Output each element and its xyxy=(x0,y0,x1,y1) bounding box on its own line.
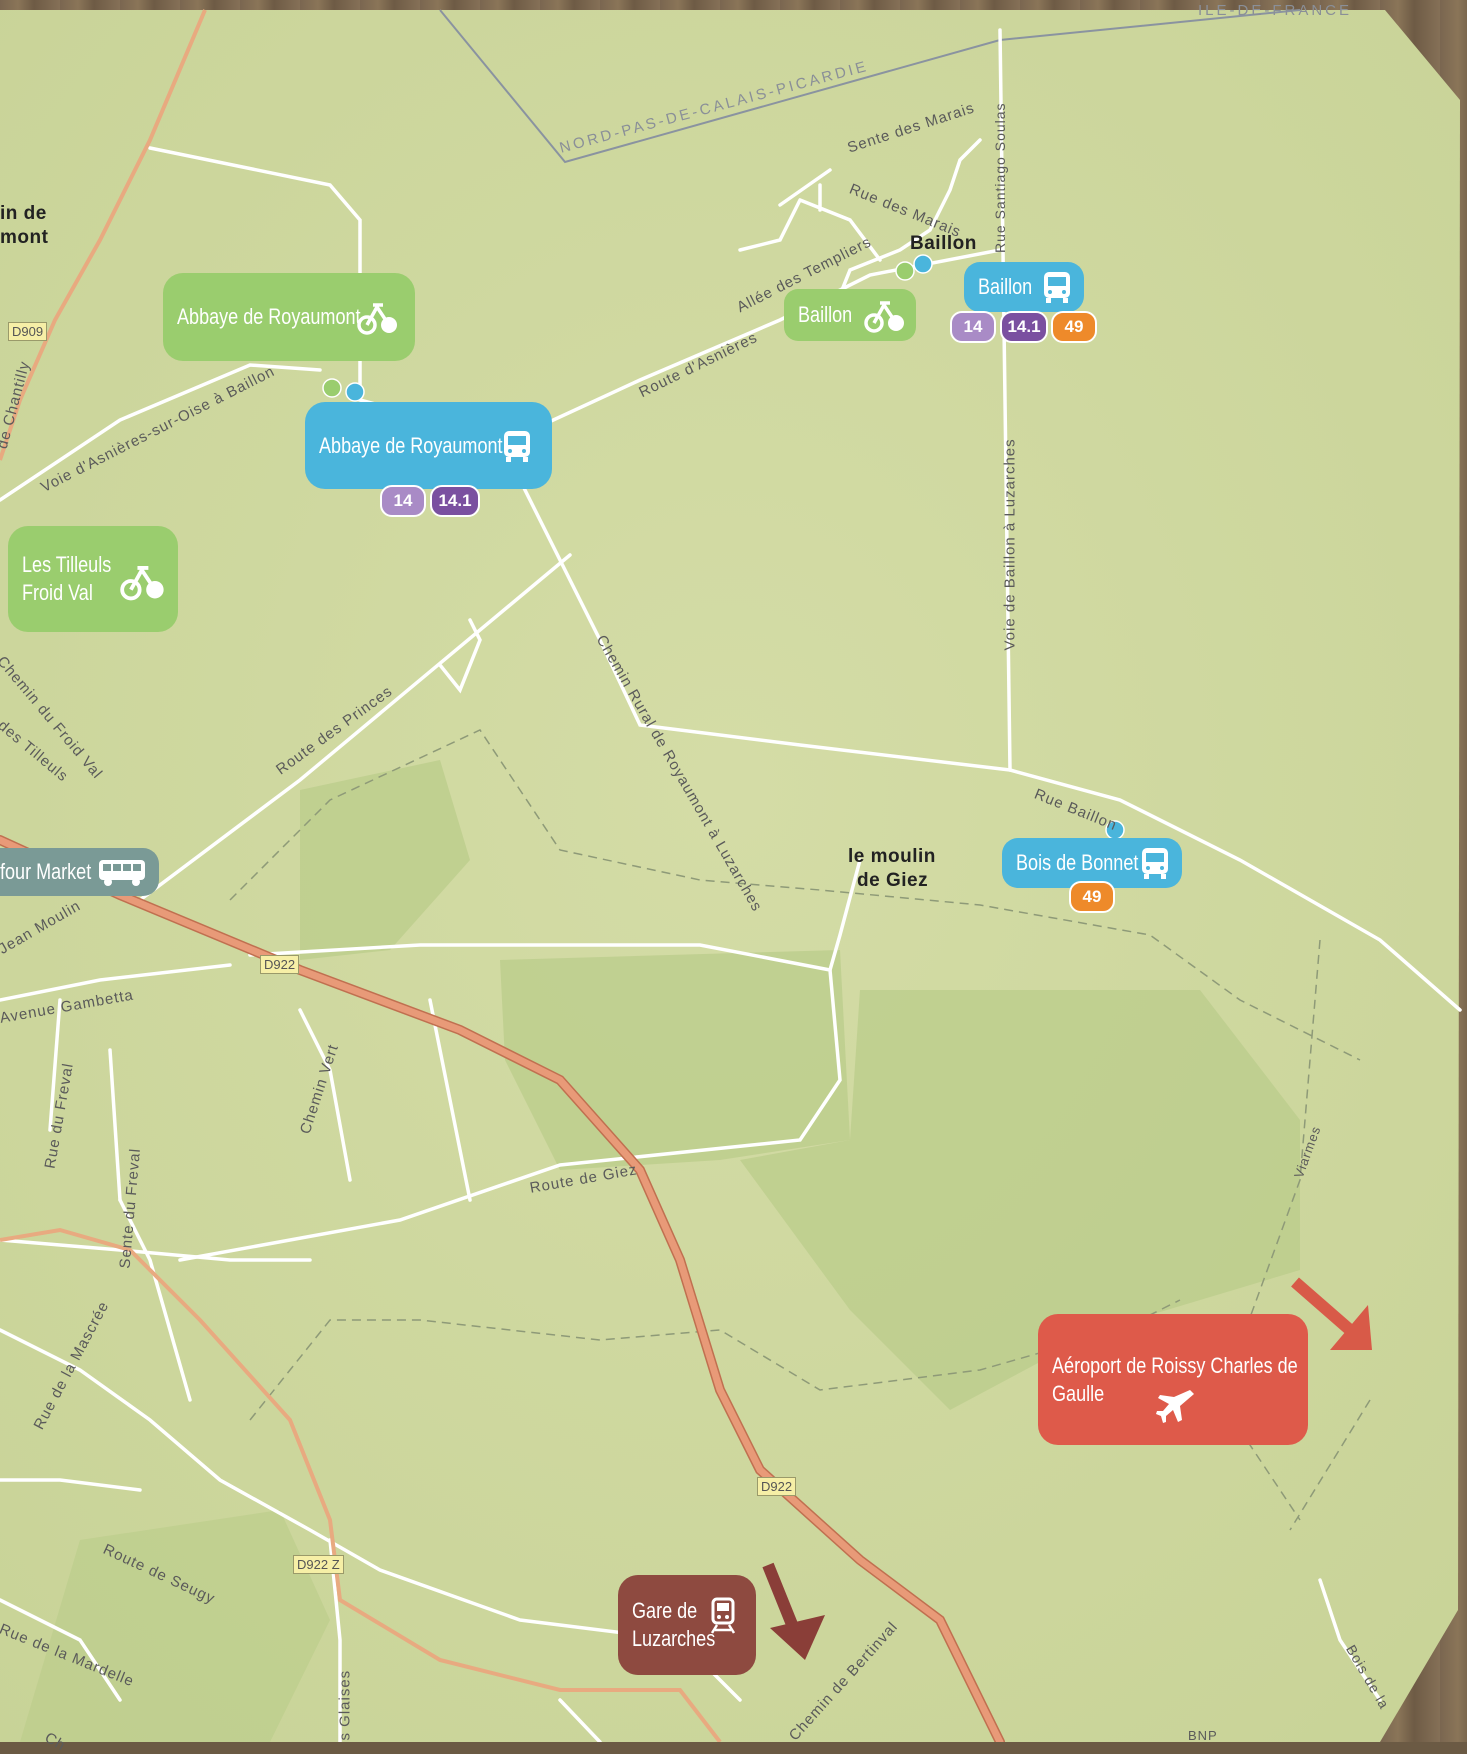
bus-stop-dot[interactable] xyxy=(345,382,365,402)
bus-icon xyxy=(1142,848,1168,879)
forest-area xyxy=(300,760,470,960)
bus-stop-baillon[interactable]: Baillon xyxy=(964,262,1084,312)
road-shield: D922 Z xyxy=(293,1555,344,1574)
train-station-luzarches[interactable]: Gare de Luzarches xyxy=(618,1575,756,1675)
arrow-icon xyxy=(762,1562,825,1660)
coach-stop-carrefour[interactable]: four Market xyxy=(0,848,159,896)
plane-icon xyxy=(1156,1390,1194,1423)
road-label: Rue Santiago Soulas xyxy=(992,102,1008,253)
place-label-baillon: Baillon xyxy=(910,233,977,254)
bike-station-baillon[interactable]: Baillon xyxy=(784,289,916,341)
road-label: s Glaises xyxy=(336,1669,354,1741)
road-shield: D922 xyxy=(260,955,300,974)
place-label-partial: mont xyxy=(0,227,49,248)
arrow-icon xyxy=(1291,1277,1372,1350)
poi-label: Baillon xyxy=(978,274,1033,299)
coach-icon xyxy=(99,860,145,886)
bus-stop-dot[interactable] xyxy=(913,254,933,274)
forest-area xyxy=(20,1510,330,1742)
train-icon xyxy=(710,1597,736,1634)
bicycle-icon xyxy=(864,301,904,333)
line-badge-14[interactable]: 14 xyxy=(380,485,426,517)
bike-station-abbaye[interactable]: Abbaye de Royaumont xyxy=(163,273,415,361)
bus-icon xyxy=(1044,272,1070,303)
poi-label: Aéroport de Roissy Charles de xyxy=(1052,1352,1298,1378)
place-label-giez: de Giez xyxy=(857,870,929,891)
place-label-bnp: BNP xyxy=(1188,1728,1218,1743)
bike-station-dot[interactable] xyxy=(895,261,915,281)
road-shield: D909 xyxy=(8,322,48,341)
bicycle-icon xyxy=(357,303,397,335)
bike-station-dot[interactable] xyxy=(322,378,342,398)
road-label: Voie de Baillon à Luzarches xyxy=(1001,438,1019,651)
poi-label: Froid Val xyxy=(22,580,93,605)
line-badge-49[interactable]: 49 xyxy=(1069,881,1115,913)
poi-label: Gare de xyxy=(632,1598,698,1623)
line-badge-49[interactable]: 49 xyxy=(1051,311,1097,343)
line-badge-14-1[interactable]: 14.1 xyxy=(430,485,480,517)
place-label-moulin: le moulin xyxy=(848,846,936,867)
poi-label: Luzarches xyxy=(632,1626,716,1651)
airport-card[interactable]: Aéroport de Roissy Charles de Gaulle xyxy=(1038,1314,1308,1445)
bus-icon xyxy=(504,431,530,462)
poi-label: Baillon xyxy=(798,302,853,327)
poi-label: four Market xyxy=(0,859,92,884)
region-label: ILE-DE-FRANCE xyxy=(1198,2,1353,19)
bike-station-tilleuls[interactable]: Les Tilleuls Froid Val xyxy=(8,526,178,632)
bus-stop-bois-de-bonnet[interactable]: Bois de Bonnet xyxy=(1002,838,1182,888)
poi-label: Abbaye de Royaumont xyxy=(319,432,503,458)
poi-label: Les Tilleuls xyxy=(22,552,112,577)
secondary-road xyxy=(0,9,207,461)
poi-label: Bois de Bonnet xyxy=(1016,850,1139,875)
bicycle-icon xyxy=(120,566,164,601)
line-badge-14-1[interactable]: 14.1 xyxy=(1000,311,1048,343)
forest-area xyxy=(740,990,1300,1410)
secondary-road xyxy=(0,1227,722,1742)
line-badge-14[interactable]: 14 xyxy=(950,311,996,343)
poi-label: Abbaye de Royaumont xyxy=(177,304,361,329)
forest-area xyxy=(500,950,850,1170)
place-label-partial: in de xyxy=(0,203,47,224)
bus-stop-abbaye[interactable]: Abbaye de Royaumont xyxy=(305,402,552,489)
region-boundary xyxy=(439,9,1301,164)
road-shield: D922 xyxy=(757,1477,797,1496)
poi-label: Gaulle xyxy=(1052,1380,1105,1406)
